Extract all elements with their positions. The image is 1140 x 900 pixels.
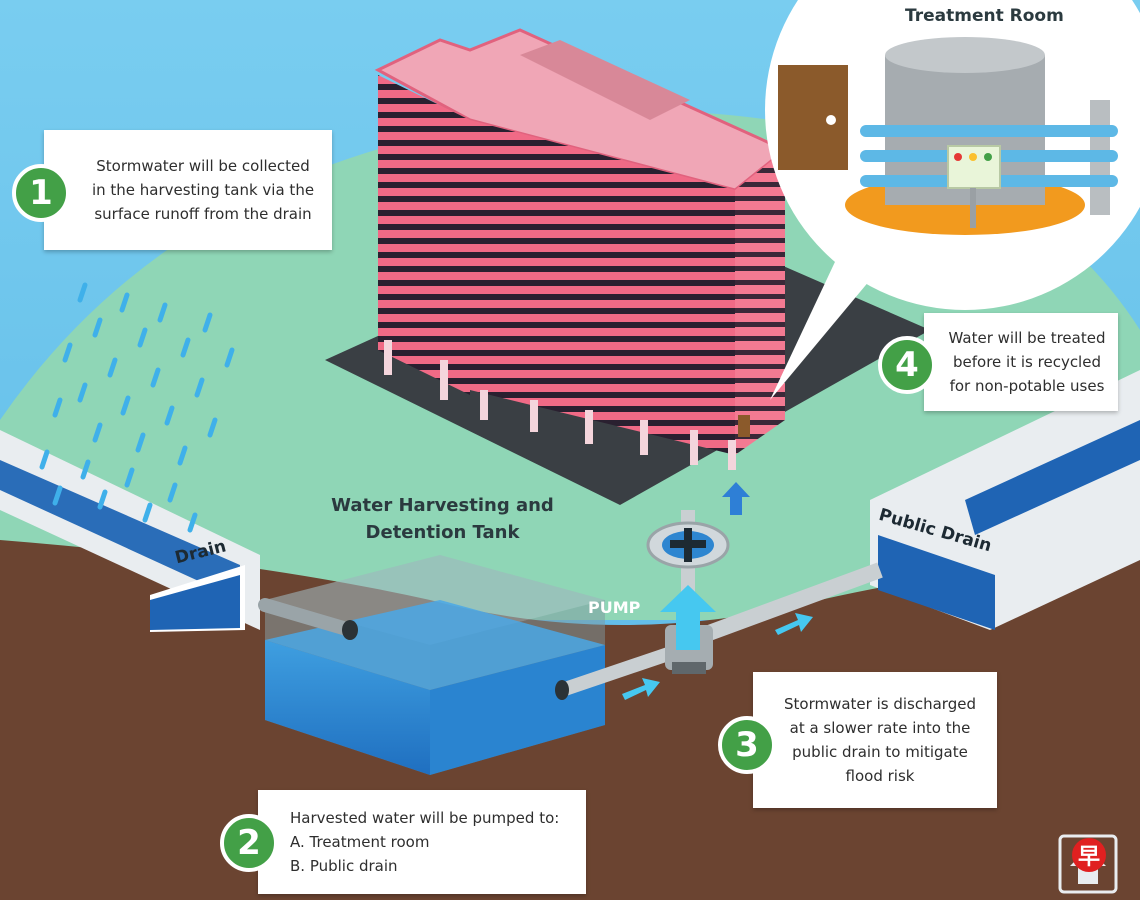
right-arrow-2 [775, 613, 813, 635]
step-2-badge: 2 [220, 814, 278, 872]
building-front [378, 75, 470, 395]
tank-title-line: Water Harvesting and [331, 495, 554, 516]
step-2-text: Harvested water will be pumped to: [290, 809, 560, 827]
building-side [735, 150, 785, 455]
discharge-pipe [687, 562, 883, 648]
step-1-badge: 1 [12, 164, 70, 222]
rain [39, 282, 235, 533]
up-arrow-small [722, 482, 750, 515]
step-1-callout: Stormwater will be collected in the harv… [44, 130, 332, 250]
step-3-text: flood risk [845, 767, 915, 785]
step-3-text: Stormwater is discharged [784, 695, 976, 713]
step-1-text: surface runoff from the drain [94, 205, 312, 223]
step-3-badge: 3 [718, 716, 776, 774]
tank-title: Water Harvesting and Detention Tank [300, 492, 585, 546]
pump-label: PUMP [588, 598, 641, 617]
step-4-callout: Water will be treated before it is recyc… [924, 313, 1118, 411]
logo-glyph: 早 [1072, 838, 1106, 872]
step-4-text: Water will be treated [948, 329, 1106, 347]
step-4-text: before it is recycled [953, 353, 1101, 371]
detention-tank [258, 555, 683, 775]
step-3-text: public drain to mitigate [792, 743, 968, 761]
step-4-text: for non-potable uses [949, 377, 1105, 395]
treatment-room-title: Treatment Room [905, 6, 1064, 26]
step-3-callout: Stormwater is discharged at a slower rat… [753, 672, 997, 808]
up-arrow-large [660, 585, 716, 650]
step-1-text: in the harvesting tank via the [91, 181, 315, 199]
step-2-callout: Harvested water will be pumped to: A. Tr… [258, 790, 586, 894]
right-drain [870, 370, 1140, 630]
step-3-text: at a slower rate into the [789, 719, 971, 737]
tank-title-line: Detention Tank [365, 522, 520, 543]
step-2-text: B. Public drain [290, 857, 398, 875]
right-arrow-1 [622, 678, 660, 700]
flow-arrows [622, 482, 813, 700]
step-4-badge: 4 [878, 336, 936, 394]
treatment-room-bubble [765, 0, 1140, 400]
step-2-text: A. Treatment room [290, 833, 430, 851]
building [374, 28, 788, 470]
step-1-text: Stormwater will be collected [96, 157, 310, 175]
